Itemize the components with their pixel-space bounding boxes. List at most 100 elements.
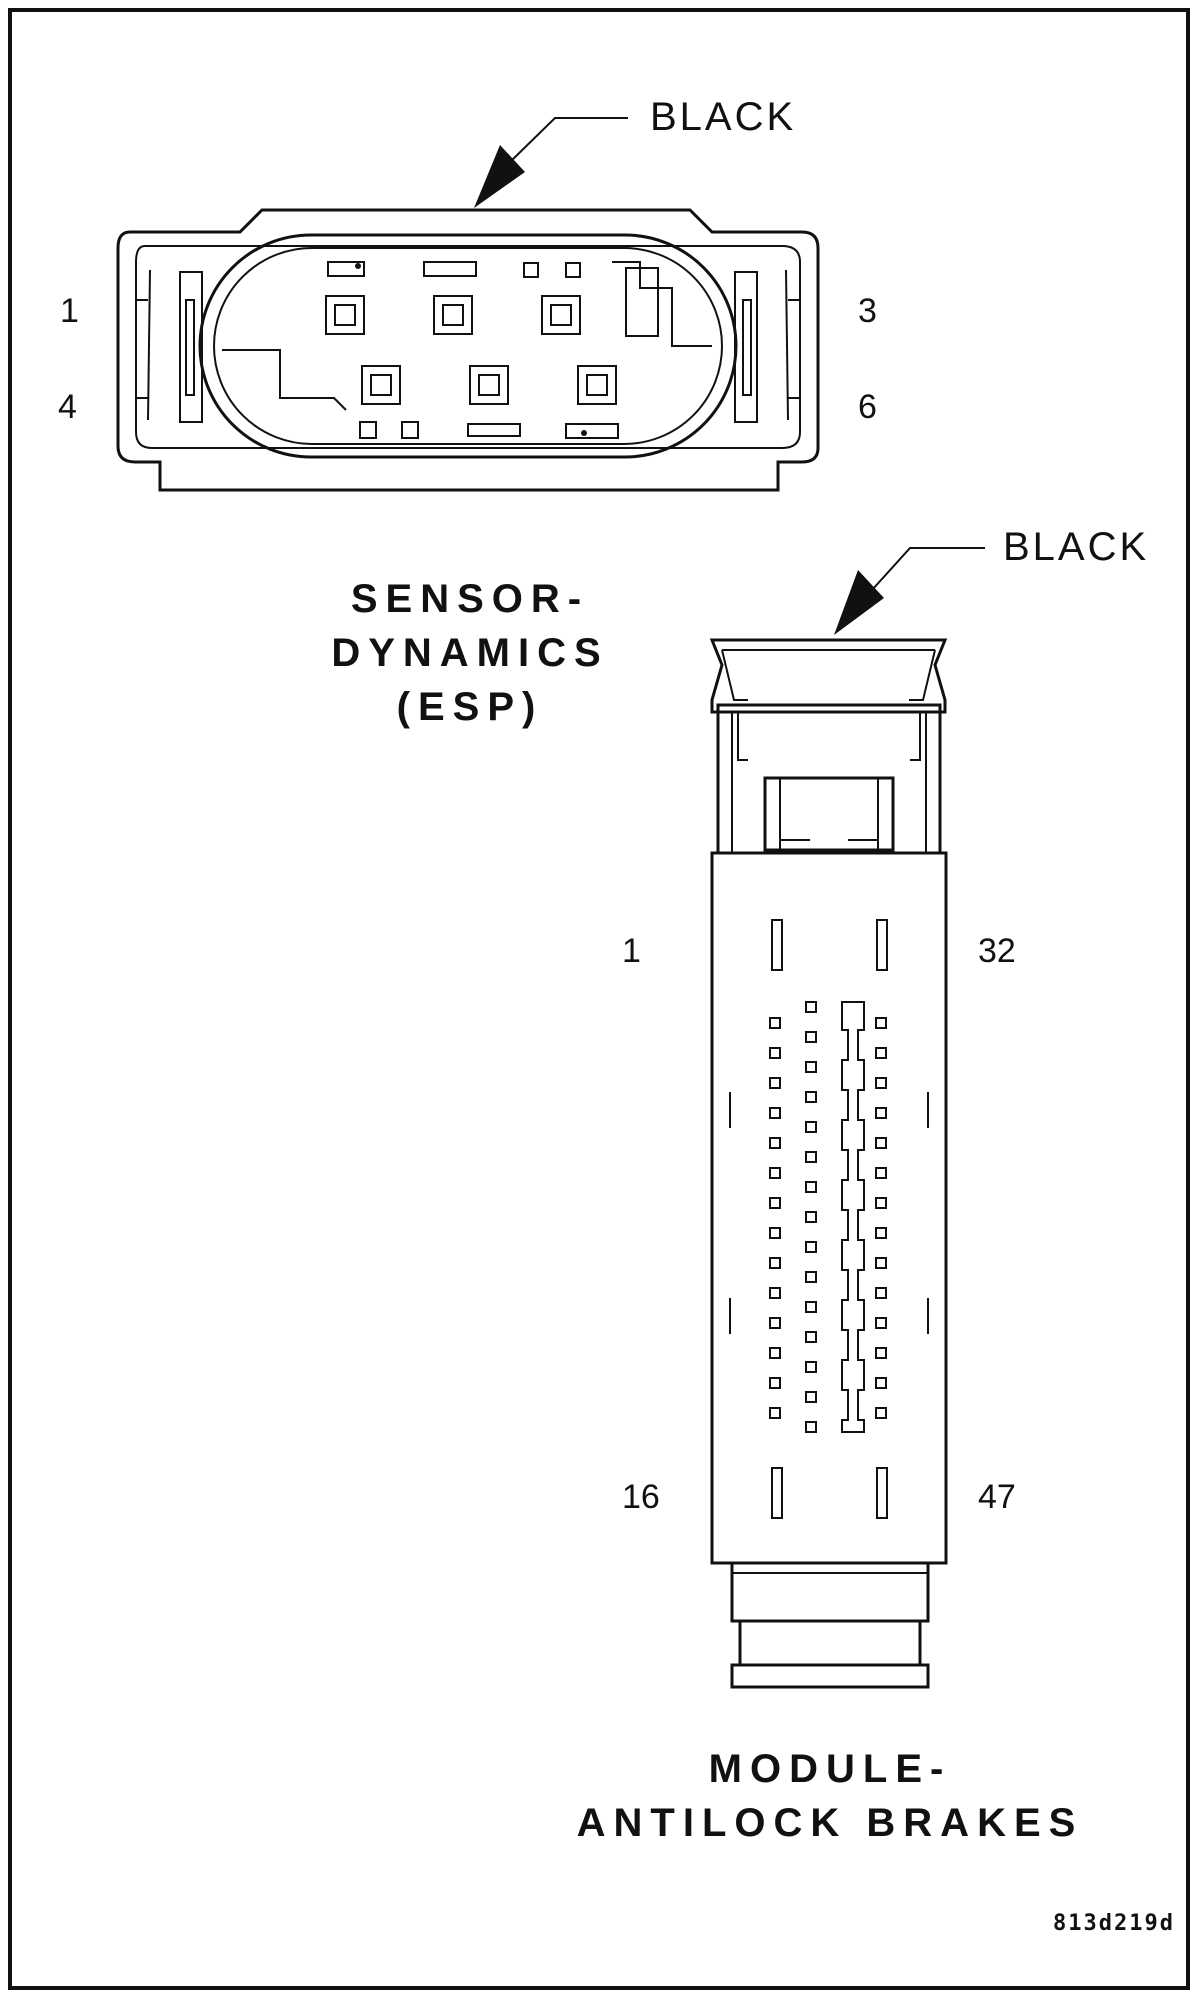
abs-pin-cavity (769, 1227, 781, 1239)
abs-pin-cavity (805, 1241, 817, 1253)
esp-right-rib (734, 271, 758, 423)
abs-connector: BLACK 1 32 16 47 MODUL (577, 525, 1149, 1845)
esp-housing-inner (135, 245, 801, 449)
abs-pin-cavity (769, 1077, 781, 1089)
esp-left-latch (136, 269, 151, 421)
esp-mark-bottom-4 (565, 423, 619, 439)
esp-seal-inner (213, 247, 723, 445)
abs-pin-cavity (805, 1001, 817, 1013)
esp-mark-bottom-3 (467, 423, 521, 437)
abs-pin-cavity (769, 1317, 781, 1329)
abs-pin-cavity (769, 1287, 781, 1299)
esp-mark-top-1 (327, 261, 365, 277)
esp-housing-outer (116, 208, 820, 492)
abs-callout-leader (871, 547, 985, 591)
esp-title-line-2: DYNAMICS (331, 631, 608, 675)
abs-pin-label-top-left: 1 (622, 932, 641, 970)
esp-mark-bottom-4-dot (581, 430, 587, 436)
abs-pin-cavity (875, 1017, 887, 1029)
abs-pin-cavity (875, 1047, 887, 1059)
esp-right-rib-inner (742, 299, 752, 396)
abs-pin-cavity (805, 1301, 817, 1313)
esp-left-rib (179, 271, 203, 423)
abs-right-clip (909, 649, 936, 701)
abs-guide-slot (876, 919, 888, 971)
abs-pin-cavity (875, 1197, 887, 1209)
abs-pin-cavity (769, 1377, 781, 1389)
esp-callout-leader (509, 117, 628, 163)
abs-pin-cavity (805, 1181, 817, 1193)
abs-pin-cavity (769, 1047, 781, 1059)
esp-pin-cavity (541, 295, 581, 335)
abs-pin-cavity (769, 1137, 781, 1149)
abs-pin-cavity (875, 1077, 887, 1089)
abs-callout-arrow (834, 570, 884, 635)
diagram-frame (8, 8, 1190, 1990)
esp-connector: BLACK 1 (58, 95, 877, 729)
abs-top-cap (709, 638, 948, 714)
esp-pin-cavity (433, 295, 473, 335)
esp-seal-outer (198, 233, 738, 459)
abs-bottom-tip (730, 1663, 930, 1689)
abs-pin-cavity (875, 1287, 887, 1299)
esp-mark-top-2 (423, 261, 477, 277)
abs-main-body (710, 851, 948, 1565)
esp-mark-top-4 (565, 262, 581, 278)
esp-pin-label-top-left: 1 (60, 292, 79, 330)
esp-pin-label-top-right: 3 (858, 292, 877, 330)
abs-upper-body-inner (731, 711, 927, 854)
abs-pin-cavity (805, 1361, 817, 1373)
abs-pin-label-bottom-left: 16 (622, 1478, 660, 1516)
abs-lock-window-inner (779, 777, 879, 851)
esp-title-line-1: SENSOR- (351, 577, 589, 621)
abs-pin-cavity (769, 1017, 781, 1029)
abs-callout-label: BLACK (1003, 525, 1149, 569)
esp-pin-cavity (577, 365, 617, 405)
abs-pin-cavity (805, 1121, 817, 1133)
esp-callout-label: BLACK (650, 95, 796, 139)
abs-pin-cavity (875, 1137, 887, 1149)
abs-pin-cavity (769, 1347, 781, 1359)
abs-pin-cavity (805, 1331, 817, 1343)
abs-pin-cavity (875, 1347, 887, 1359)
abs-pin-cavity (769, 1107, 781, 1119)
abs-left-clip (721, 649, 748, 701)
esp-pin-label-bottom-left: 4 (58, 388, 77, 426)
abs-pin-cavity (769, 1407, 781, 1419)
abs-pin-cavity (805, 1391, 817, 1403)
abs-pin-cavity (769, 1167, 781, 1179)
esp-title-line-3: (ESP) (397, 685, 544, 729)
abs-pin-cavity (805, 1061, 817, 1073)
abs-upper-slot-left (737, 712, 921, 761)
abs-guide-slot (876, 1467, 888, 1519)
esp-left-rib-inner (185, 299, 195, 396)
abs-pin-cavity (769, 1197, 781, 1209)
abs-pin-cavity (805, 1091, 817, 1103)
abs-pin-cavity (805, 1211, 817, 1223)
esp-key-tab (625, 267, 659, 337)
abs-pin-cavity (769, 1257, 781, 1269)
abs-pin-label-bottom-right: 47 (978, 1478, 1016, 1516)
figure-code: 813d219d (1053, 1911, 1175, 1936)
abs-pin-cavity (805, 1421, 817, 1433)
esp-right-latch (785, 269, 800, 421)
abs-bottom-flange (730, 1561, 930, 1623)
abs-title-line-1: MODULE- (709, 1747, 952, 1791)
abs-bottom-neck (738, 1619, 922, 1667)
abs-pin-cavity (805, 1031, 817, 1043)
abs-pin-cavity (875, 1407, 887, 1419)
abs-guide-slot (771, 1467, 783, 1519)
abs-pin-cavity (805, 1271, 817, 1283)
abs-pin-cavity (875, 1107, 887, 1119)
esp-mark-top-3 (523, 262, 539, 278)
esp-pin-cavity (469, 365, 509, 405)
abs-lock-tab (779, 839, 879, 850)
esp-key-left (222, 349, 347, 411)
esp-mark-bottom-1 (359, 421, 377, 439)
abs-pin-cavity (875, 1317, 887, 1329)
abs-pin-cavities (769, 1001, 887, 1433)
abs-pin-cavity (805, 1151, 817, 1163)
esp-pin-cavity (361, 365, 401, 405)
esp-pin-label-bottom-right: 6 (858, 388, 877, 426)
